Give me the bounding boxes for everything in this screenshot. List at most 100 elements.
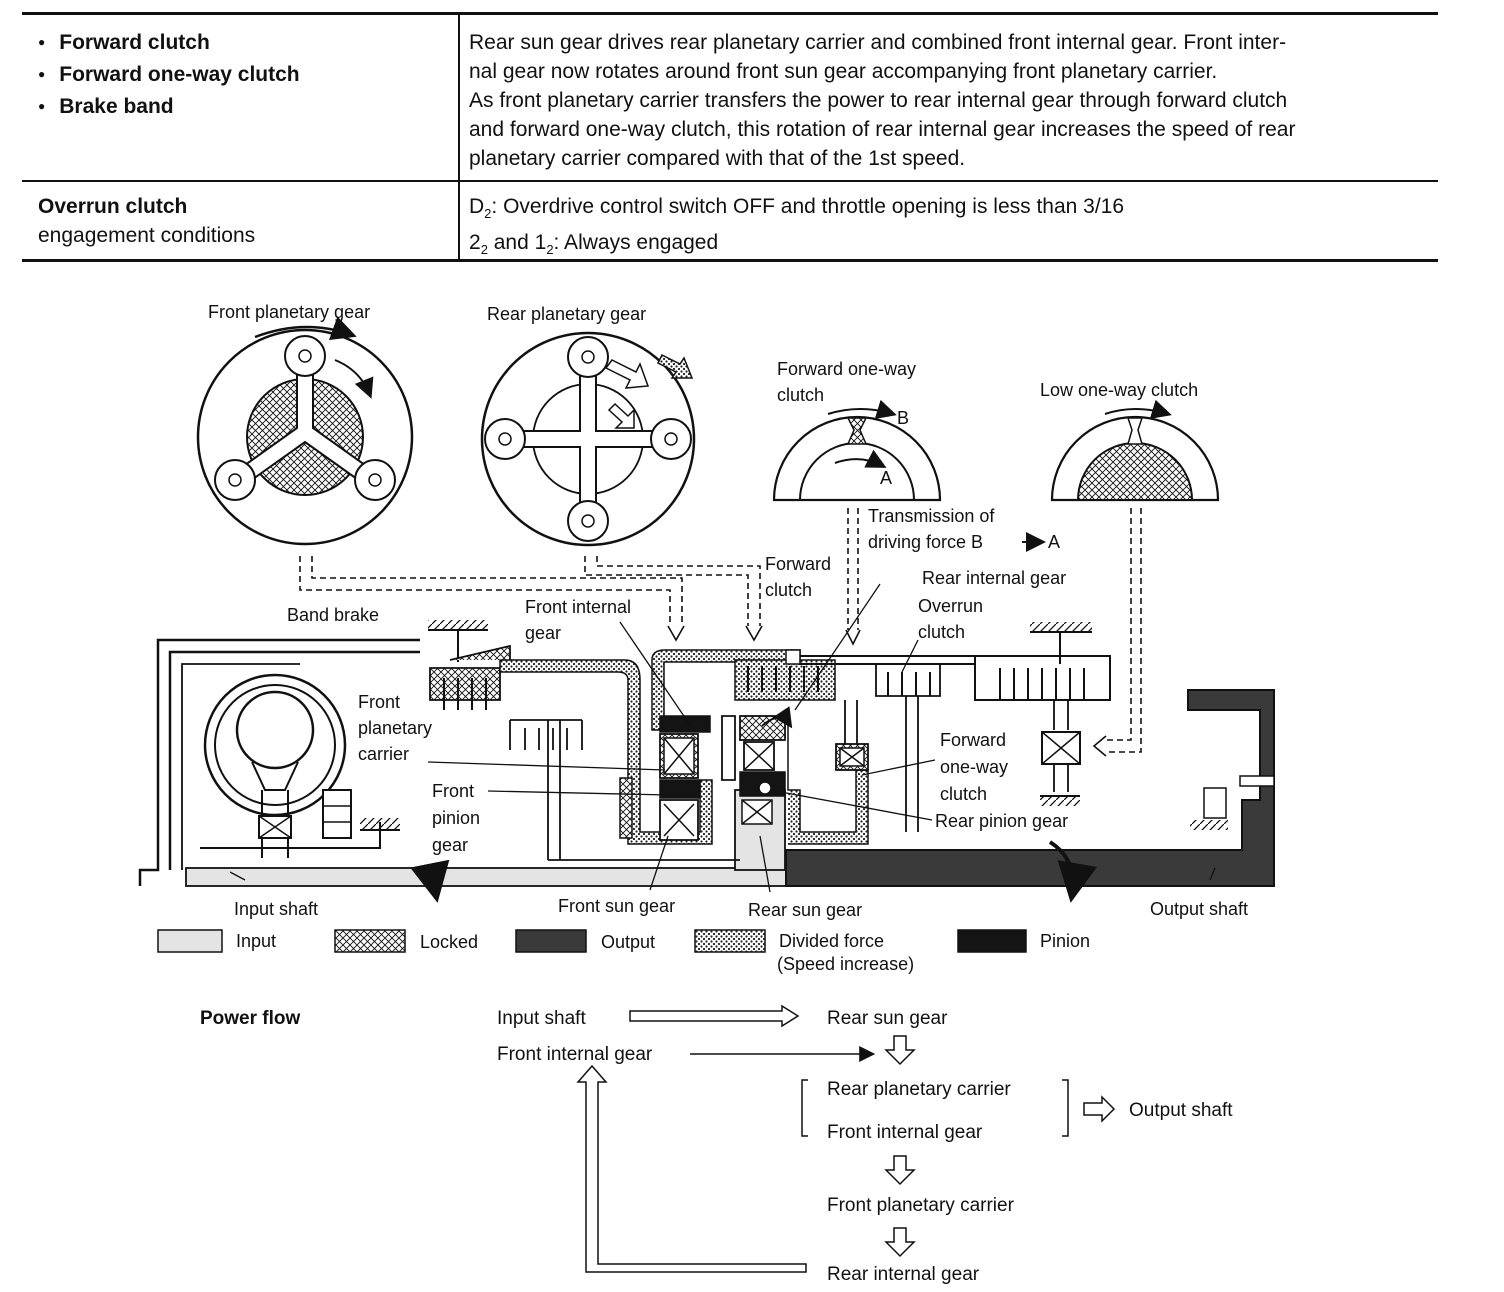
front-pinion-block xyxy=(659,779,701,799)
hollow-arrow xyxy=(607,402,635,429)
flow-front-internal-gear-left: Front internal gear xyxy=(497,1044,653,1065)
front-internal-gear-drum xyxy=(499,659,713,845)
range-sub: 2 xyxy=(546,242,554,258)
overrun-conditions: D2: Overdrive control switch OFF and thr… xyxy=(469,192,1429,264)
rotation-arrow xyxy=(254,316,357,340)
rear-planetary-gear-view: Rear planetary gear xyxy=(480,304,696,547)
front-planetary-gear-label: Front planetary gear xyxy=(208,302,370,322)
range-sub: 2 xyxy=(484,206,492,222)
power-flow: Power flow Input shaft Rear sun gear Fro… xyxy=(200,1004,1233,1285)
forward-owc-title-line2: clutch xyxy=(777,385,824,405)
table-row-divider xyxy=(22,180,1438,182)
list-item: Forward clutch xyxy=(38,28,300,60)
description-line: Rear sun gear drives rear planetary carr… xyxy=(469,31,1287,54)
legend-swatch-pinion xyxy=(957,929,1027,953)
engaged-components-list: Forward clutch Forward one-way clutch Br… xyxy=(38,28,300,124)
transmission-note-line2: driving force B xyxy=(868,532,983,552)
front-planetary-carrier-label-line3: carrier xyxy=(358,744,409,764)
forward-owc-label-line3: clutch xyxy=(940,784,987,804)
legend-input: Input xyxy=(236,931,276,951)
marker-b: B xyxy=(897,408,909,428)
sprag xyxy=(1126,417,1144,445)
overrun-clutch-title: Overrun clutch xyxy=(38,195,188,218)
forward-clutch-pack xyxy=(734,659,836,701)
leader-lines xyxy=(229,583,1216,893)
rear-planetary-gear-label: Rear planetary gear xyxy=(487,304,646,324)
condition-text: : Overdrive control switch OFF and throt… xyxy=(491,195,1125,218)
hollow-arrow-down xyxy=(884,1035,916,1066)
front-planetary-carrier-label-line1: Front xyxy=(358,692,400,712)
description-line: planetary carrier compared with that of … xyxy=(469,147,966,170)
front-planetary-carrier-label-line2: planetary xyxy=(358,718,432,738)
forward-one-way-clutch-view: Forward one-way clutch B A xyxy=(772,359,942,502)
legend-swatch-divided xyxy=(694,929,766,953)
legend-swatch-input xyxy=(157,929,223,953)
range-1: and 1 xyxy=(487,231,547,255)
legend-swatch-locked xyxy=(334,929,406,953)
overrun-clutch-subtitle: engagement conditions xyxy=(38,224,256,247)
legend-divided-line1: Divided force xyxy=(779,931,884,951)
rotation-arrow xyxy=(334,359,374,399)
dotted-arrow xyxy=(656,353,694,379)
hollow-arrow xyxy=(604,359,650,389)
input-shaft-label: Input shaft xyxy=(234,899,318,919)
legend-divided-line2: (Speed increase) xyxy=(777,954,914,974)
description-line: As front planetary carrier transfers the… xyxy=(469,89,1288,112)
condition-text: : Always engaged xyxy=(553,231,719,255)
list-item: Forward one-way clutch xyxy=(38,60,299,92)
sprag xyxy=(846,417,868,445)
flow-output-shaft: Output shaft xyxy=(1129,1100,1233,1121)
hollow-arrow-down xyxy=(884,1227,916,1258)
overrun-clutch-label-line1: Overrun xyxy=(918,596,983,616)
front-planetary-gear-view: Front planetary gear xyxy=(196,302,414,546)
legend-locked: Locked xyxy=(420,932,478,952)
table-top-rule xyxy=(22,12,1438,15)
forward-owc-title-line1: Forward one-way xyxy=(777,359,916,379)
rotation-arrow-b xyxy=(827,399,897,419)
condition-22-12: 22 and 12: Always engaged xyxy=(469,228,1429,264)
flow-rear-sun-gear: Rear sun gear xyxy=(827,1008,948,1029)
hollow-arrow-right xyxy=(629,1004,800,1028)
output-shaft-label: Output shaft xyxy=(1150,899,1248,919)
feedback-arrow xyxy=(576,1064,807,1273)
bracket-left xyxy=(801,1079,808,1137)
input-shaft-body xyxy=(185,867,787,887)
range-2: 2 xyxy=(469,231,481,255)
legend: Input Locked Output Divided force (Speed… xyxy=(157,929,1090,974)
legend-pinion: Pinion xyxy=(1040,931,1090,951)
forward-clutch-label-line2: clutch xyxy=(765,580,812,600)
low-one-way-clutch-view: Low one-way clutch xyxy=(1040,380,1220,502)
dashed-connectors xyxy=(299,508,1142,757)
flow-front-internal-gear: Front internal gear xyxy=(827,1122,983,1143)
front-pinion-gear-label-line1: Front xyxy=(432,781,474,801)
condition-d2: D2: Overdrive control switch OFF and thr… xyxy=(469,192,1429,228)
marker-a: A xyxy=(880,468,892,488)
operation-description: Rear sun gear drives rear planetary carr… xyxy=(469,28,1429,173)
front-sun-gear-label: Front sun gear xyxy=(558,896,675,916)
front-internal-gear-label-line1: Front internal xyxy=(525,597,631,617)
forward-owc-label-line2: one-way xyxy=(940,757,1008,777)
transmission-note-line1: Transmission of xyxy=(868,506,995,526)
range-d: D xyxy=(469,195,485,218)
flow-rear-planetary-carrier: Rear planetary carrier xyxy=(827,1079,1011,1100)
rear-internal-gear-label: Rear internal gear xyxy=(922,568,1066,588)
rotation-arrow xyxy=(1104,399,1172,419)
front-pinion-gear-label-line2: pinion xyxy=(432,808,480,828)
flow-input-shaft: Input shaft xyxy=(497,1008,586,1029)
overrun-clutch-heading: Overrun clutch engagement conditions xyxy=(38,192,255,250)
forward-owc-label-line1: Forward xyxy=(940,730,1006,750)
rear-sun-gear-label: Rear sun gear xyxy=(748,900,862,920)
transmission-note-end: A xyxy=(1048,532,1060,552)
legend-output: Output xyxy=(601,932,655,952)
rotation-arrow-a xyxy=(834,449,887,468)
bracket-right xyxy=(1062,1079,1069,1137)
table-bottom-rule xyxy=(22,259,1438,262)
legend-swatch-output xyxy=(515,929,587,953)
range-sub: 2 xyxy=(480,242,488,258)
front-internal-gear-label-line2: gear xyxy=(525,623,561,643)
output-shaft-body xyxy=(785,689,1275,887)
overrun-clutch-label-line2: clutch xyxy=(918,622,965,642)
flow-rear-internal-gear: Rear internal gear xyxy=(827,1264,980,1285)
forward-clutch-label-line1: Forward xyxy=(765,554,831,574)
